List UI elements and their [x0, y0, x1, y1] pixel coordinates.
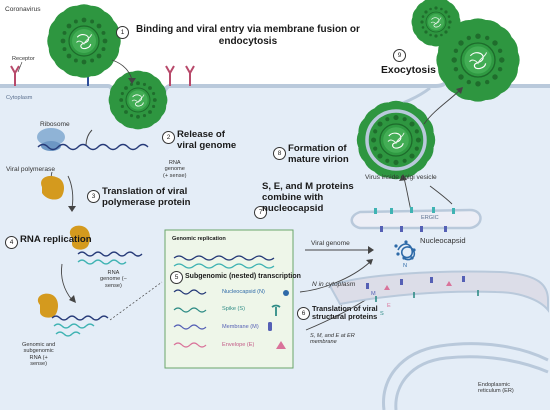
ergic-label: ERGIC — [421, 215, 439, 221]
ergic-membrane — [350, 208, 482, 230]
polymerase-shape-2 — [69, 225, 90, 250]
genomic-replication-label: Genomic replication — [172, 236, 226, 242]
spike-symbol — [271, 304, 281, 316]
envelope-e-label: Envelope (E) — [222, 342, 255, 348]
step-7-number: 7 — [254, 206, 267, 219]
rna-genome-plus-label: RNA genome (+ sense) — [163, 160, 187, 179]
step-2-text: Release of viral genome — [177, 129, 237, 152]
coronavirus-virion — [61, 18, 108, 65]
free-virion — [420, 6, 451, 37]
golgi-label: Virus inside golgi vesicle — [365, 174, 437, 181]
step-6-number: 6 — [297, 307, 310, 320]
m-protein-symbol — [268, 322, 272, 331]
step-3-text: Translation of viral polymerase protein — [102, 186, 191, 209]
viral-genome-strand — [37, 143, 149, 151]
transcription-box — [164, 229, 294, 369]
n-protein-symbol — [283, 290, 289, 296]
er-membrane — [328, 270, 549, 313]
receptor-red-3 — [185, 65, 195, 86]
viral-polymerase-label: Viral polymerase — [6, 166, 55, 173]
step-5-number: 5 — [170, 271, 183, 284]
step-5-text: Subgenomic (nested) transcription — [185, 273, 301, 280]
s-letter: S — [380, 311, 384, 317]
golgi-virion — [371, 115, 421, 165]
step-1-text: Binding and viral entry via membrane fus… — [136, 24, 360, 47]
genomic-subgenomic-label: Genomic and subgenomic RNA (+ sense) — [22, 342, 56, 367]
rna-genome-minus-label: RNA genome (− sense) — [100, 270, 127, 289]
n-letter: N — [403, 263, 408, 269]
step-2-number: 2 — [162, 131, 175, 144]
nucleocapsid-label: Nucleocapsid — [420, 236, 466, 245]
step-7-text: S, E, and M proteins combine with nucleo… — [262, 181, 354, 215]
e-protein-symbol — [276, 341, 286, 349]
viral-genome-label: Viral genome — [311, 240, 350, 247]
n-in-cytoplasm-label: N in cytoplasm — [312, 281, 356, 288]
er-label: Endoplasmic reticulum (ER) — [478, 382, 514, 395]
receptor-label: Receptor — [12, 56, 35, 62]
nucleocapsid-n-label: Nucleocapsid (N) — [222, 289, 265, 295]
exiting-virion — [451, 33, 504, 86]
ribosome-label: Ribosome — [40, 121, 70, 128]
m-letter: M — [371, 291, 376, 297]
e-letter: E — [387, 303, 391, 309]
step-1-number: 1 — [116, 26, 129, 39]
cytoplasm-label: Cytoplasm — [6, 95, 33, 101]
step-9-number: 9 — [393, 49, 406, 62]
membrane-m-label: Membrane (M) — [222, 324, 259, 330]
coronavirus-label: Coronavirus — [5, 6, 41, 13]
endocytosed-virion — [119, 81, 156, 118]
step-6-text: Translation of viral structural proteins — [312, 304, 378, 322]
receptor-red-2 — [165, 65, 175, 86]
nucleocapsid-coil — [397, 243, 416, 261]
step-3-number: 3 — [87, 190, 100, 203]
polymerase-shape-3 — [37, 293, 58, 318]
receptor-red-left — [10, 65, 20, 86]
step-8-number: 8 — [273, 147, 286, 160]
step-9-text: Exocytosis — [381, 65, 436, 76]
step-8-text: Formation of mature virion — [288, 143, 349, 166]
spike-s-label: Spike (S) — [222, 306, 246, 312]
step-4-number: 4 — [5, 236, 18, 249]
smer-label: S, M, and E at ER membrane — [310, 333, 355, 346]
golgi-vesicle — [365, 109, 427, 171]
step-4-text: RNA replication — [20, 234, 92, 245]
polymerase-shape — [41, 176, 64, 200]
